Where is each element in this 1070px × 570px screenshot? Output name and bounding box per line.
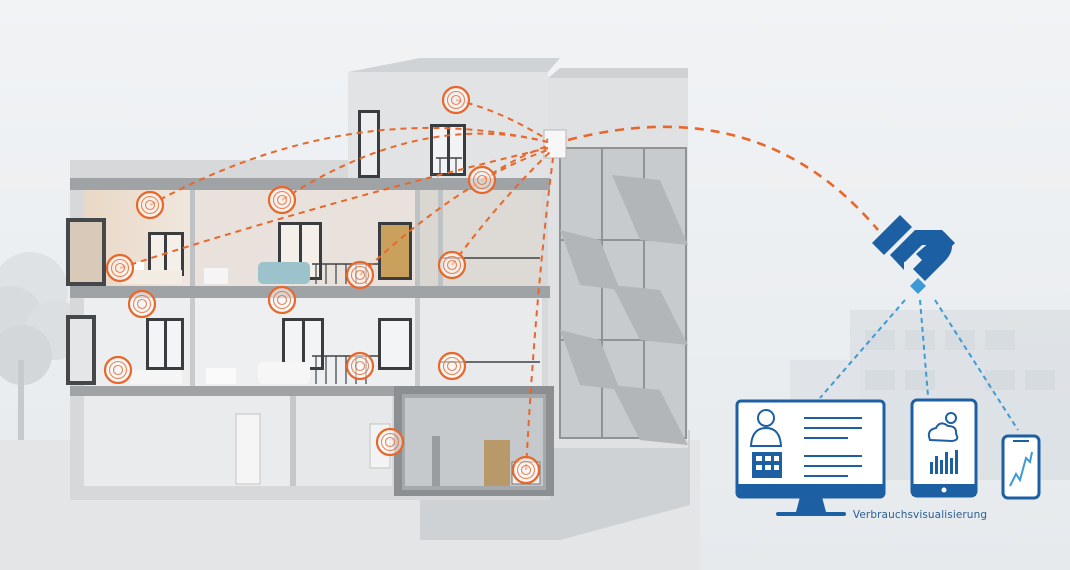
sensors bbox=[103, 85, 541, 485]
visualization-caption: Verbrauchsvisualisierung bbox=[852, 509, 988, 521]
cloud-to-device-links bbox=[819, 299, 1019, 431]
radio-sensor-icon bbox=[437, 351, 467, 381]
smartphone-icon bbox=[1001, 434, 1041, 500]
radio-sensor-icon bbox=[267, 185, 297, 215]
radio-sensor-icon bbox=[267, 285, 297, 315]
line-chart-icon bbox=[1009, 451, 1033, 487]
radio-sensor-icon bbox=[511, 455, 541, 485]
tablet-icon bbox=[910, 398, 978, 498]
radio-sensor-icon bbox=[105, 253, 135, 283]
desktop-monitor-icon bbox=[735, 399, 886, 516]
radio-sensor-icon bbox=[345, 351, 375, 381]
diamond-m-logo-icon bbox=[872, 215, 955, 294]
building-icon bbox=[752, 452, 782, 478]
bar-chart-icon bbox=[930, 450, 958, 474]
user-icon bbox=[749, 409, 783, 447]
radio-sensor-icon bbox=[375, 427, 405, 457]
gateway-to-cloud-link bbox=[567, 125, 879, 231]
weather-icon bbox=[927, 412, 959, 443]
radio-links bbox=[119, 99, 554, 471]
radio-sensor-icon bbox=[467, 165, 497, 195]
radio-sensor-icon bbox=[127, 289, 157, 319]
radio-sensor-icon bbox=[441, 85, 471, 115]
radio-sensor-icon bbox=[345, 260, 375, 290]
radio-sensor-icon bbox=[437, 250, 467, 280]
radio-sensor-icon bbox=[135, 190, 165, 220]
radio-sensor-icon bbox=[103, 355, 133, 385]
